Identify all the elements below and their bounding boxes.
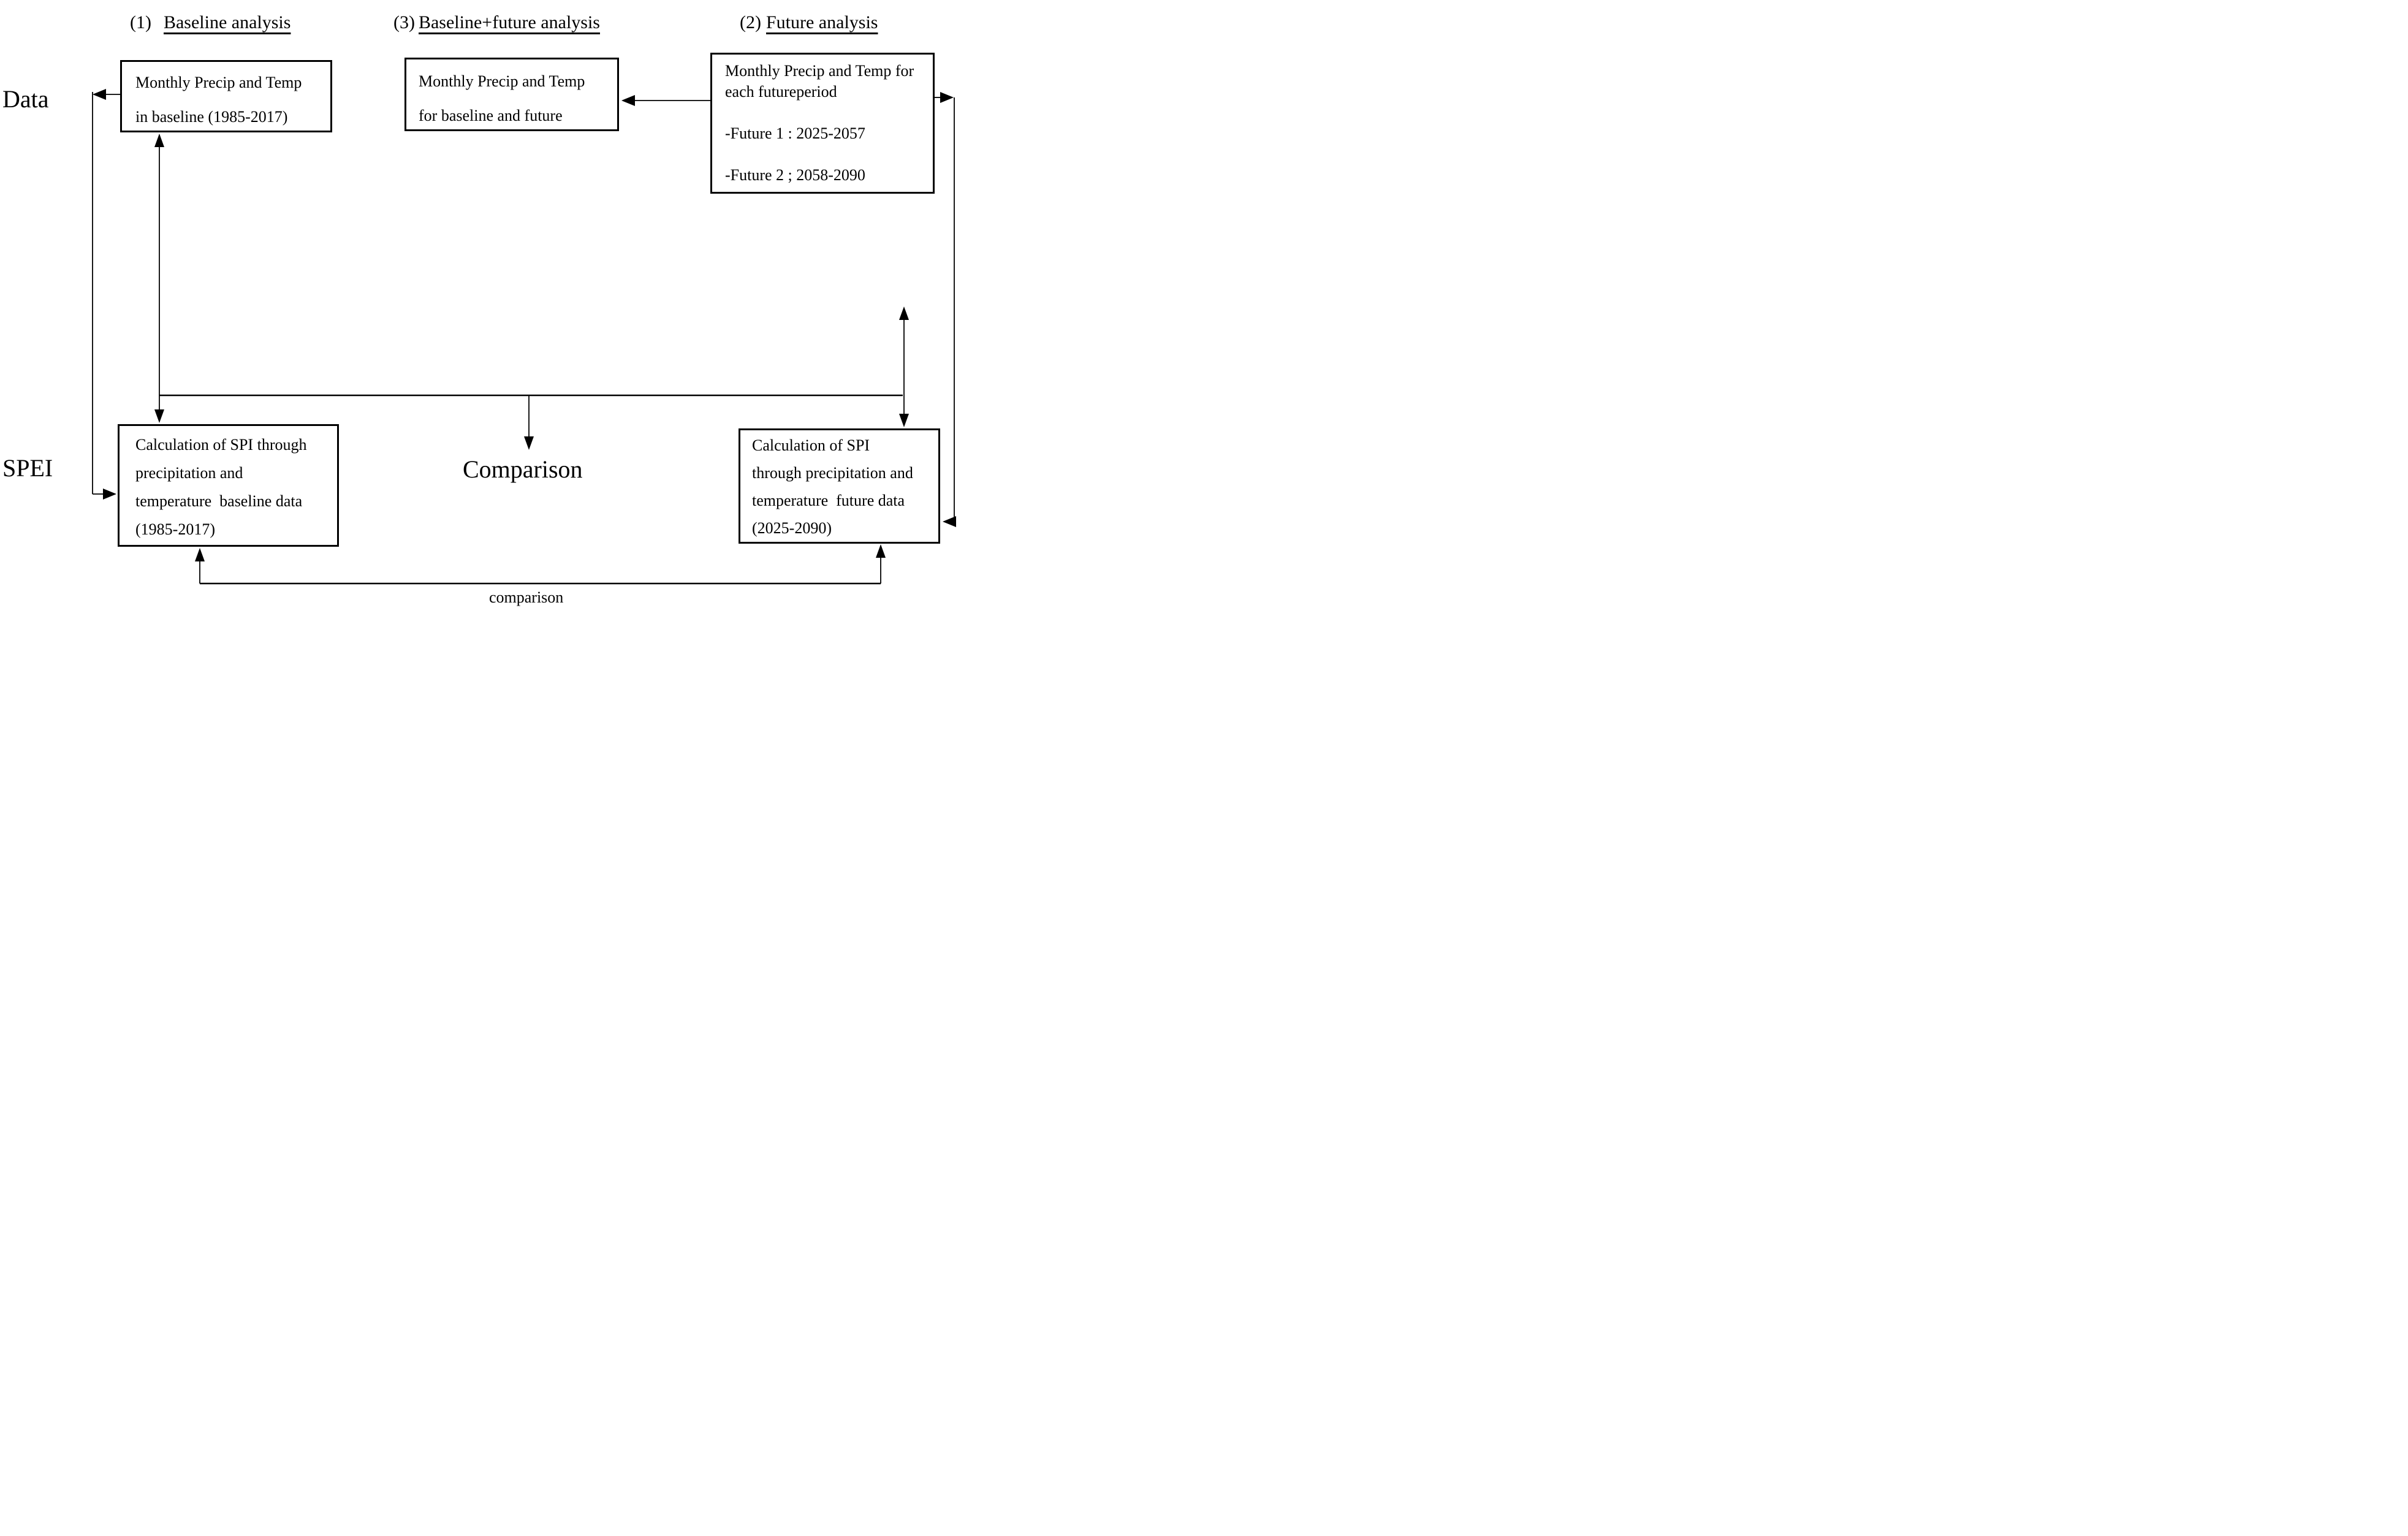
heading-future-number: (2)	[740, 12, 761, 32]
bottom-comparison-connector	[195, 544, 886, 585]
heading-baseline-label: Baseline analysis	[163, 12, 291, 32]
arrow-baseline-box-to-data-rail	[93, 89, 120, 100]
double-arrow-future-spi	[899, 306, 909, 427]
rail-data-to-spei-box	[92, 92, 116, 500]
heading-future-label: Future analysis	[765, 12, 878, 32]
heading-baseline-future-analysis: (3)Baseline+future analysis	[393, 12, 600, 33]
box-future-data: Monthly Precip and Temp for each futurep…	[710, 53, 935, 194]
heading-baseline-future-label: Baseline+future analysis	[418, 12, 600, 32]
arrow-to-comparison-label	[524, 395, 534, 450]
arrow-future-to-combined-box	[621, 95, 710, 106]
heading-baseline-number: (1)	[130, 12, 151, 32]
box-baseline-future-data-text: Monthly Precip and Temp for baseline and…	[419, 72, 585, 124]
row-label-spei: SPEI	[2, 454, 53, 482]
box-baseline-future-data: Monthly Precip and Temp for baseline and…	[404, 58, 619, 131]
flow-diagram: (1) Baseline analysis (3)Baseline+future …	[0, 0, 963, 614]
row-label-data: Data	[2, 85, 49, 113]
box-baseline-data-text: Monthly Precip and Temp in baseline (198…	[135, 74, 302, 126]
connector-lines	[92, 89, 956, 585]
box-spi-future: Calculation of SPI through precipitation…	[739, 428, 940, 544]
comparison-bottom-label: comparison	[489, 588, 564, 606]
box-spi-future-text: Calculation of SPI through precipitation…	[752, 436, 913, 537]
box-baseline-data: Monthly Precip and Temp in baseline (198…	[120, 60, 332, 132]
heading-baseline-future-number: (3)	[393, 12, 415, 32]
box-spi-baseline: Calculation of SPI through precipitation…	[118, 424, 339, 547]
rail-future-box-to-spi-future	[935, 92, 956, 527]
heading-baseline-analysis: (1) Baseline analysis	[130, 12, 291, 33]
box-future-data-text: Monthly Precip and Temp for each futurep…	[725, 62, 914, 184]
comparison-label: Comparison	[463, 455, 583, 483]
double-arrow-baseline-data-spi	[154, 134, 164, 423]
box-spi-baseline-text: Calculation of SPI through precipitation…	[135, 436, 307, 538]
heading-future-analysis: (2)Future analysis	[740, 12, 878, 33]
